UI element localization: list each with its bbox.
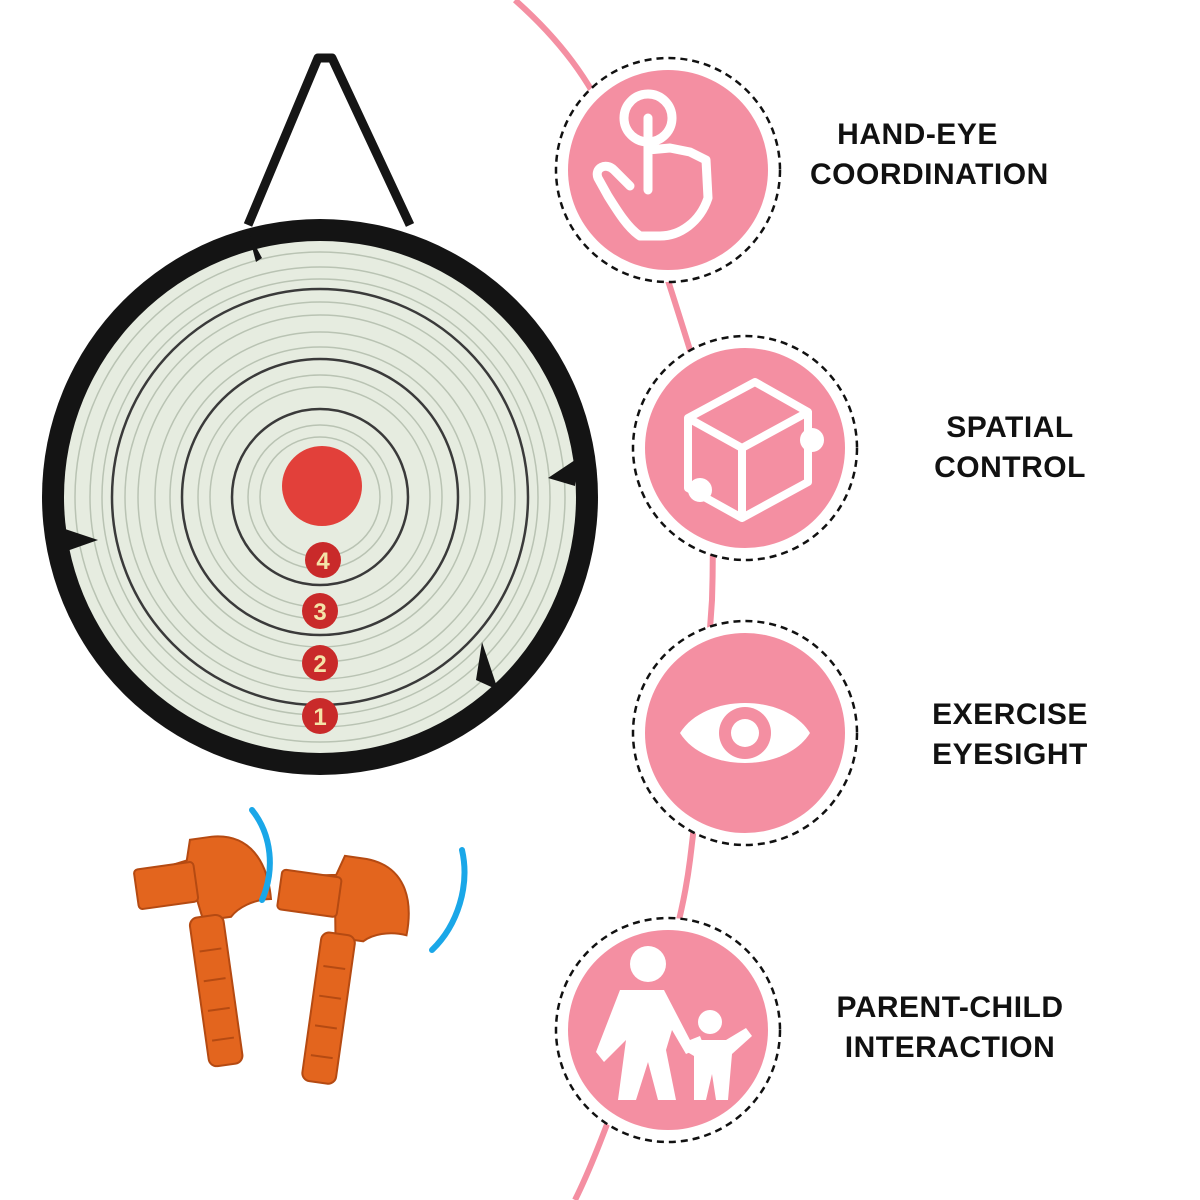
motion-swoosh-left <box>249 807 273 903</box>
target-board: 4 3 2 1 <box>42 53 598 775</box>
feature-line-2: COORDINATION <box>810 158 1049 191</box>
parent-child-icon <box>596 946 752 1100</box>
motion-swoosh-right <box>429 847 468 953</box>
feature-line-1: EXERCISE <box>932 698 1088 731</box>
score-label-3: 3 <box>313 599 326 626</box>
feature-badge-parent-child <box>554 916 782 1144</box>
cube-icon <box>684 378 824 522</box>
feature-label-parent-child: PARENT-CHILD INTERACTION <box>820 988 1080 1068</box>
feature-label-spatial: SPATIAL CONTROL <box>910 408 1110 488</box>
feature-badge-eyesight <box>631 619 859 847</box>
score-markers: 4 3 2 1 <box>302 542 341 734</box>
feature-badge-hand-eye <box>554 56 782 284</box>
toy-axe-right <box>276 854 410 1085</box>
feature-badge-spatial <box>631 334 859 562</box>
feature-line-2: EYESIGHT <box>932 738 1088 771</box>
score-label-2: 2 <box>313 651 326 678</box>
feature-line-2: CONTROL <box>934 451 1086 484</box>
eye-icon <box>680 703 810 763</box>
toy-axe-left <box>133 835 273 1068</box>
bullseye <box>282 446 362 526</box>
feature-line-2: INTERACTION <box>844 1031 1056 1064</box>
feature-label-eyesight: EXERCISE EYESIGHT <box>910 695 1110 775</box>
hanging-strap <box>243 53 415 227</box>
score-label-4: 4 <box>316 548 330 575</box>
feature-line-1: HAND-EYE <box>837 118 998 151</box>
feature-label-hand-eye: HAND-EYE COORDINATION <box>810 115 1049 195</box>
score-label-1: 1 <box>313 704 326 731</box>
feature-line-1: PARENT-CHILD <box>836 991 1064 1024</box>
feature-line-1: SPATIAL <box>946 411 1074 444</box>
tap-finger-icon <box>592 89 713 241</box>
